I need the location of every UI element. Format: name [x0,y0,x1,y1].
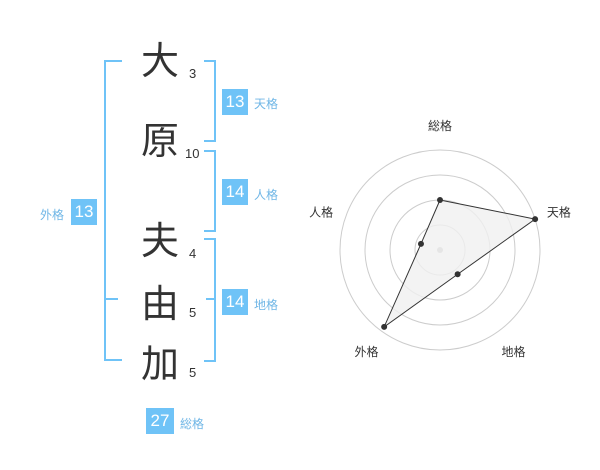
gaikaku-bracket-mid [104,298,118,300]
jinkaku-value-badge: 14 [222,179,248,205]
radar-point-3 [454,271,461,278]
name-char-1: 大 [140,39,179,83]
stroke-count-2: 10 [185,146,200,161]
gaikaku-value-badge: 13 [71,199,97,225]
radar-point-2 [532,216,539,223]
name-char-5: 加 [140,342,179,386]
radar-ring-4 [339,149,541,351]
radar-axis-label-3: 地格 [501,344,525,359]
name-char-4: 由 [140,282,179,326]
soukaku-label: 総格 [180,417,205,431]
gaikaku-label: 外格 [40,208,65,222]
radar-axis-label-1: 総格 [428,118,452,133]
stroke-count-4: 5 [189,305,197,320]
radar-axis-label-2: 天格 [547,204,571,219]
jinkaku-label: 人格 [254,188,279,202]
radar-point-1 [437,197,443,203]
radar-series-polygon [382,199,537,329]
stroke-count-3: 4 [189,246,197,261]
jinkaku-bracket [204,150,216,232]
stroke-count-1: 3 [189,66,197,81]
radar-ring-3 [364,174,516,326]
radar-axis-label-5: 人格 [309,204,333,219]
tenkaku-bracket [204,60,216,142]
gaikaku-bracket [104,60,122,361]
name-char-2: 原 [140,119,179,163]
chikaku-label: 地格 [254,298,279,312]
radar-axis-label-4: 外格 [355,344,379,359]
stroke-count-5: 5 [189,365,197,380]
soukaku-value-badge: 27 [146,408,174,434]
tenkaku-label: 天格 [254,97,279,111]
radar-point-5 [417,240,424,247]
chikaku-bracket [204,238,216,362]
name-char-3: 夫 [140,219,179,263]
chikaku-value-badge: 14 [222,289,248,315]
chikaku-bracket-mid [206,298,216,300]
tenkaku-value-badge: 13 [222,89,248,115]
radar-point-4 [381,323,388,330]
